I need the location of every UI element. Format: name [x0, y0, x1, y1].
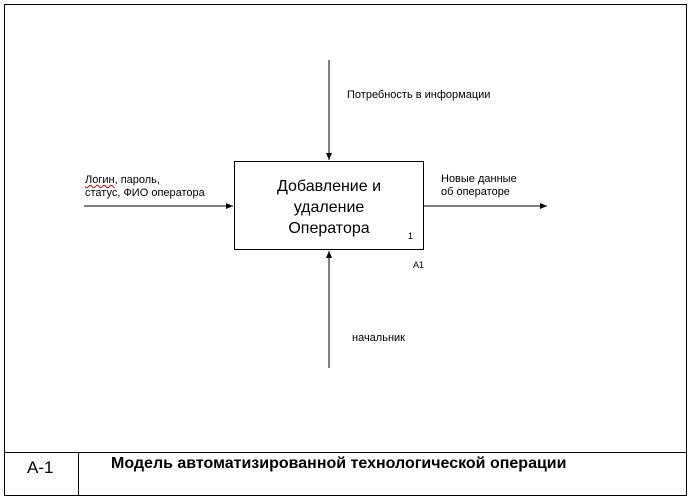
footer-divider	[4, 452, 687, 453]
output-label: Новые данные об операторе	[441, 173, 517, 198]
activity-number: 1	[407, 231, 413, 241]
input-label-first-word: Логин	[85, 174, 115, 186]
diagram-frame	[4, 4, 687, 496]
node-id: А-1	[27, 458, 54, 477]
activity-code: A1	[413, 260, 425, 270]
activity-box[interactable]: Добавление и удаление Оператора 1	[234, 161, 424, 250]
control-label: Потребность в информации	[347, 89, 491, 101]
input-label-rest: , пароль, статус, ФИО оператора	[85, 174, 205, 199]
activity-name: Добавление и удаление Оператора	[276, 178, 382, 237]
diagram-title: Модель автоматизированной технологическо…	[111, 455, 567, 472]
mechanism-label: начальник	[352, 332, 405, 344]
footer-separator	[78, 452, 79, 496]
input-label: Логин, пароль, статус, ФИО оператора	[85, 174, 205, 200]
